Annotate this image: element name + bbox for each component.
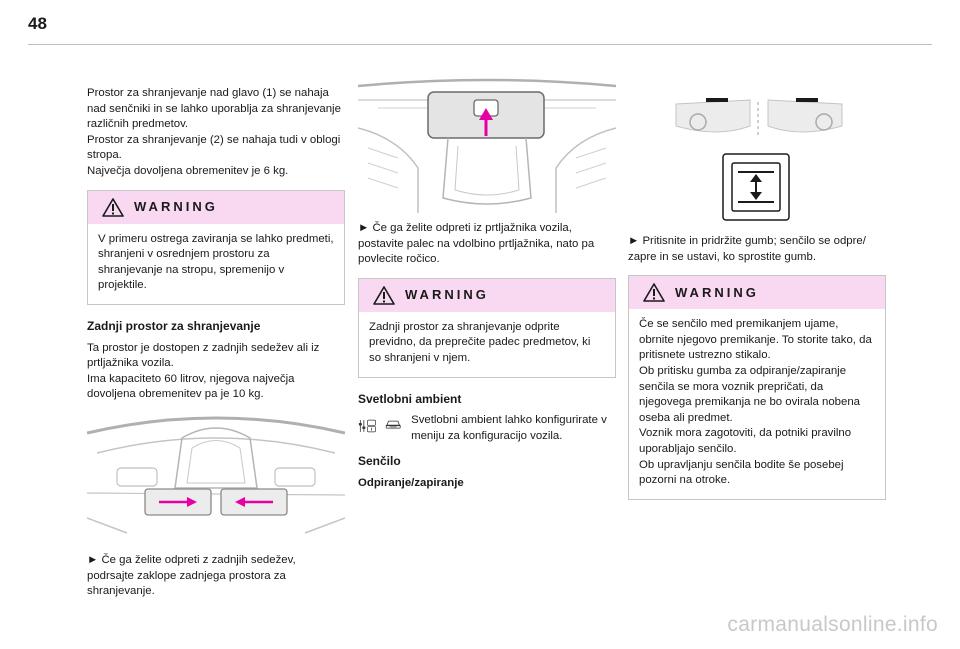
rear-storage-illustration xyxy=(87,416,345,534)
warning-box-1: WARNING V primeru ostrega zaviranja se l… xyxy=(87,189,345,305)
sunshade-instruction: ► Pritisnite in pridržite gumb; senčilo … xyxy=(628,235,866,263)
warning-line-3: Voznik mora zagotoviti, da potniki pravi… xyxy=(639,427,852,455)
car-icon xyxy=(385,420,401,429)
rear-instruction: ► Če ga želite odpreti z zadnjih sedežev… xyxy=(87,553,296,598)
warning-line-4: Ob upravljanju senčila bodite še posebej… xyxy=(639,458,844,487)
warning-text-block: Če se senčilo med premikanjem ujame, obr… xyxy=(629,309,885,499)
ambient-text: Svetlobni ambient lahko konfigurirate v … xyxy=(411,414,607,442)
column-2: ► Če ga želite odpreti iz prtljažnika vo… xyxy=(358,78,616,492)
sunshade-button-icon xyxy=(722,153,790,221)
warning-title: WARNING xyxy=(405,287,489,303)
warning-triangle-icon xyxy=(373,285,395,305)
settings-sliders-icon xyxy=(358,419,376,433)
warning-line-1: Če se senčilo med premikanjem ujame, obr… xyxy=(639,318,872,362)
ambient-row: Svetlobni ambient lahko konfigurirate v … xyxy=(358,413,616,444)
rear-line-1: Ta prostor je dostopen z zadnjih sedežev… xyxy=(87,341,320,370)
ambient-heading: Svetlobni ambient xyxy=(358,391,462,406)
column-3: ► Pritisnite in pridržite gumb; senčilo … xyxy=(628,90,886,500)
warning-title: WARNING xyxy=(134,199,218,215)
warning-box-3: WARNING Če se senčilo med premikanjem uj… xyxy=(628,275,886,500)
warning-triangle-icon xyxy=(643,283,665,302)
warning-text: V primeru ostrega zaviranja se lahko pre… xyxy=(98,232,334,292)
rear-storage-heading: Zadnji prostor za shranjevanje xyxy=(87,318,261,333)
column-1: Prostor za shranjevanje nad glavo (1) se… xyxy=(87,86,345,600)
watermark: carmanualsonline.info xyxy=(727,613,938,636)
warning-line-2: Ob pritisku gumba za odpiranje/zapiranje… xyxy=(639,364,861,424)
warning-title: WARNING xyxy=(675,284,759,300)
intro-line-3: Največja dovoljena obremenitev je 6 kg. xyxy=(87,164,289,177)
warning-triangle-icon xyxy=(102,197,124,217)
warning-header: WARNING xyxy=(629,276,885,310)
warning-header: WARNING xyxy=(88,190,344,224)
intro-line-1: Prostor za shranjevanje nad glavo (1) se… xyxy=(87,87,341,131)
intro-line-2: Prostor za shranjevanje (2) se nahaja tu… xyxy=(87,133,341,162)
rear-line-2: Ima kapaciteto 60 litrov, njegova največ… xyxy=(87,372,295,401)
sunshade-subheading: Odpiranje/zapiranje xyxy=(358,476,464,489)
warning-header: WARNING xyxy=(359,278,615,312)
trunk-instruction: ► Če ga želite odpreti iz prtljažnika vo… xyxy=(358,222,595,266)
page-number: 48 xyxy=(28,14,47,33)
warning-box-2: WARNING Zadnji prostor za shranjevanje o… xyxy=(358,277,616,378)
sunshade-illustration xyxy=(675,98,843,136)
warning-text: Zadnji prostor za shranjevanje odprite p… xyxy=(369,320,591,364)
sunshade-heading: Senčilo xyxy=(358,454,401,469)
top-divider xyxy=(28,44,932,45)
trunk-storage-illustration xyxy=(358,78,616,213)
